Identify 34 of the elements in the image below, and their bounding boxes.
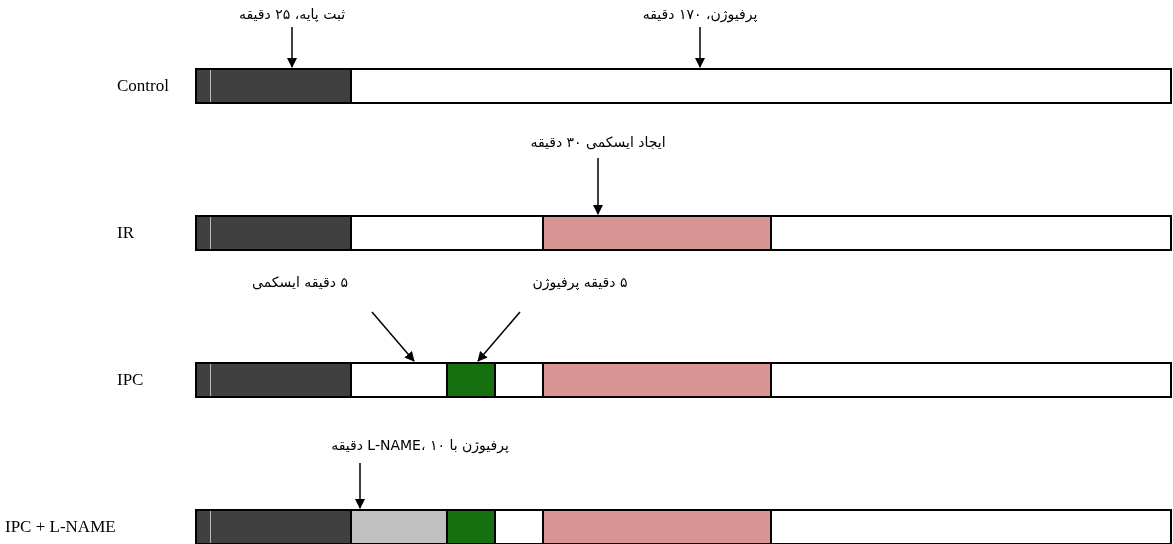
timeline-segment xyxy=(195,215,352,251)
timeline-segment xyxy=(350,509,448,544)
timeline-segment xyxy=(542,362,772,398)
timeline-segment xyxy=(770,509,1172,544)
group-label: IR xyxy=(117,223,134,243)
group-label: IPC + L-NAME xyxy=(5,517,116,537)
group-label: Control xyxy=(117,76,169,96)
timeline-segment xyxy=(542,509,772,544)
arrow xyxy=(593,157,603,215)
timeline-segment xyxy=(350,215,544,251)
timeline-segment xyxy=(542,215,772,251)
timeline-segment xyxy=(350,68,1172,104)
timeline-segment xyxy=(446,362,496,398)
timeline-segment xyxy=(770,362,1172,398)
time-label: ثبت پایه، ۲۵ دقیقه xyxy=(238,6,346,22)
arrow xyxy=(477,311,521,362)
group-label: IPC xyxy=(117,370,144,390)
time-label: ایجاد ایسکمی ۳۰ دقیقه xyxy=(530,134,666,150)
timeline-segment xyxy=(494,362,544,398)
time-label: ۵ دقیقه پرفیوژن xyxy=(532,274,628,290)
time-label: پرفیوژن با L-NAME، ۱۰ دقیقه xyxy=(331,437,509,453)
timeline-segment xyxy=(350,362,448,398)
timeline-segment xyxy=(494,509,544,544)
timeline-segment xyxy=(446,509,496,544)
arrow xyxy=(695,26,705,68)
time-label: پرفیوژن، ۱۷۰ دقیقه xyxy=(642,6,758,22)
timeline-segment xyxy=(195,362,352,398)
timeline-segment xyxy=(195,68,352,104)
arrow xyxy=(371,311,415,362)
arrow xyxy=(287,26,297,68)
timeline-segment xyxy=(770,215,1172,251)
arrow xyxy=(355,462,365,509)
timeline-segment xyxy=(195,509,352,544)
time-label: ۵ دقیقه ایسکمی xyxy=(252,274,348,290)
